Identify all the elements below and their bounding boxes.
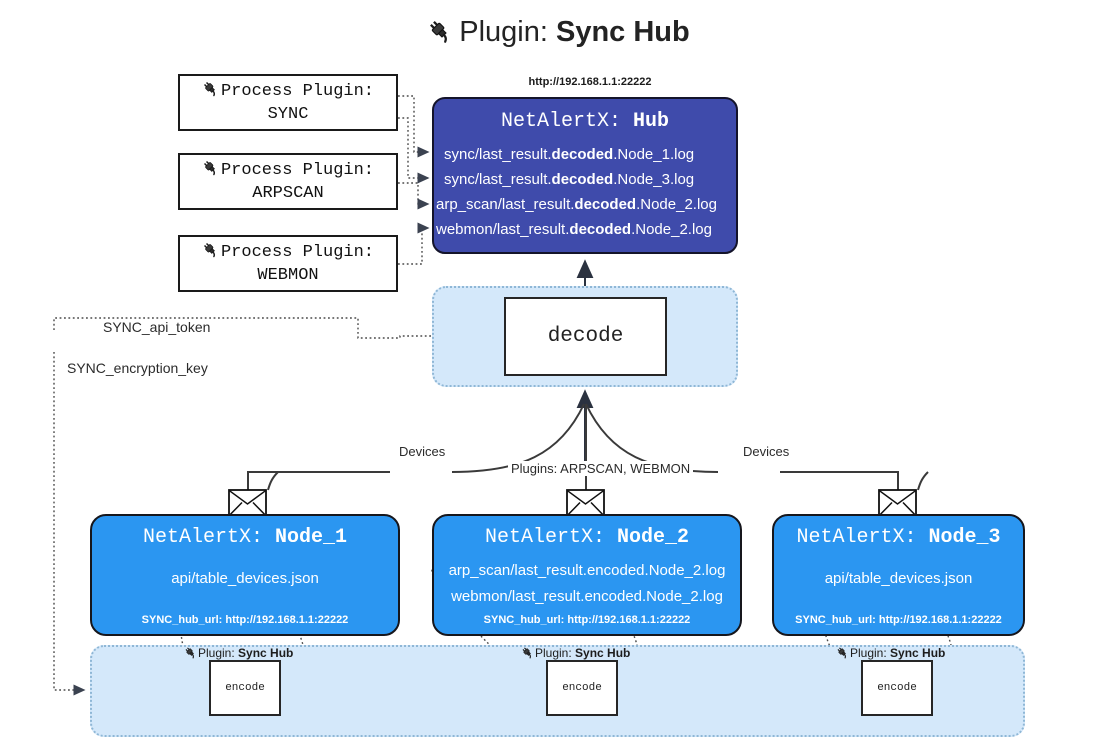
encode-box-1[interactable]: encode: [209, 660, 281, 716]
envelope-icon: [566, 489, 605, 517]
title-prefix: Plugin:: [459, 16, 556, 48]
node-footer: SYNC_hub_url: http://192.168.1.1:22222: [483, 614, 691, 626]
node-box-node-3[interactable]: NetAlertX: Node_3 api/table_devices.json…: [772, 514, 1025, 636]
envelope-icon: [228, 489, 267, 517]
sync-api-token-label: SYNC_api_token: [100, 319, 214, 335]
plug-icon: [202, 80, 219, 104]
plug-icon: [202, 159, 219, 183]
edge-label-devices-left: Devices: [396, 444, 449, 459]
plugin-tag-prefix: Plugin:: [850, 646, 891, 660]
title-name: Sync Hub: [555, 16, 690, 48]
hub-log-line: sync/last_result.decoded.Node_1.log: [444, 146, 695, 163]
node-line: arp_scan/last_result.encoded.Node_2.log: [448, 562, 726, 579]
plug-icon: [202, 241, 219, 265]
plug-icon: [836, 646, 849, 662]
node-footer: SYNC_hub_url: http://192.168.1.1:22222: [795, 614, 1002, 626]
encode-box-2[interactable]: encode: [546, 660, 618, 716]
plugin-tag-name: Sync Hub: [575, 646, 631, 660]
plug-icon: [184, 646, 197, 662]
node-line: api/table_devices.json: [171, 570, 319, 587]
plugin-tag-encode-1: Plugin: Sync Hub: [184, 646, 293, 662]
node-box-node-2[interactable]: NetAlertX: Node_2 arp_scan/last_result.e…: [432, 514, 742, 636]
plugin-tag-prefix: Plugin:: [535, 646, 576, 660]
plugin-tag-name: Sync Hub: [238, 646, 294, 660]
edge-label-devices-right: Devices: [740, 444, 793, 459]
node-title: NetAlertX: Node_3: [796, 526, 1001, 549]
node-footer: SYNC_hub_url: http://192.168.1.1:22222: [141, 614, 349, 626]
hub-log-line: sync/last_result.decoded.Node_3.log: [444, 171, 695, 188]
edge-label-plugins: Plugins: ARPSCAN, WEBMON: [508, 461, 694, 476]
hub-box[interactable]: NetAlertX: Hub sync/last_result.decoded.…: [432, 97, 738, 254]
envelope-icon: [878, 489, 917, 517]
encode-box-3[interactable]: encode: [861, 660, 933, 716]
hub-title: NetAlertX: Hub: [500, 110, 670, 133]
plugin-tag-encode-3: Plugin: Sync Hub: [836, 646, 945, 662]
plug-icon: [521, 646, 534, 662]
node-line: api/table_devices.json: [824, 570, 973, 587]
process-plugin-webmon-box[interactable]: Process Plugin: WEBMON: [178, 235, 398, 292]
process-plugin-name: WEBMON: [257, 266, 319, 285]
hub-url-label: http://192.168.1.1:22222: [528, 76, 652, 88]
plug-icon: [427, 18, 453, 52]
plugin-tag-encode-2: Plugin: Sync Hub: [521, 646, 630, 662]
hub-log-line: webmon/last_result.decoded.Node_2.log: [436, 221, 712, 238]
process-plugin-sync-box[interactable]: Process Plugin: SYNC: [178, 74, 398, 131]
node-line: webmon/last_result.encoded.Node_2.log: [451, 588, 723, 605]
node-box-node-1[interactable]: NetAlertX: Node_1 api/table_devices.json…: [90, 514, 400, 636]
sync-encryption-key-label: SYNC_encryption_key: [64, 360, 211, 376]
node-title: NetAlertX: Node_2: [484, 526, 690, 549]
process-plugin-label: Process Plugin:: [220, 160, 375, 180]
plugin-tag-prefix: Plugin:: [198, 646, 239, 660]
process-plugin-name: ARPSCAN: [252, 184, 324, 203]
page-title: Plugin: Sync Hub: [0, 16, 1117, 52]
hub-log-line: arp_scan/last_result.decoded.Node_2.log: [436, 196, 717, 213]
process-plugin-arpscan-box[interactable]: Process Plugin: ARPSCAN: [178, 153, 398, 210]
node-title: NetAlertX: Node_1: [142, 526, 348, 549]
process-plugin-name: SYNC: [267, 105, 309, 124]
process-plugin-label: Process Plugin:: [220, 81, 375, 101]
decode-box[interactable]: decode: [504, 297, 667, 376]
plugin-tag-name: Sync Hub: [890, 646, 946, 660]
process-plugin-label: Process Plugin:: [220, 242, 375, 262]
